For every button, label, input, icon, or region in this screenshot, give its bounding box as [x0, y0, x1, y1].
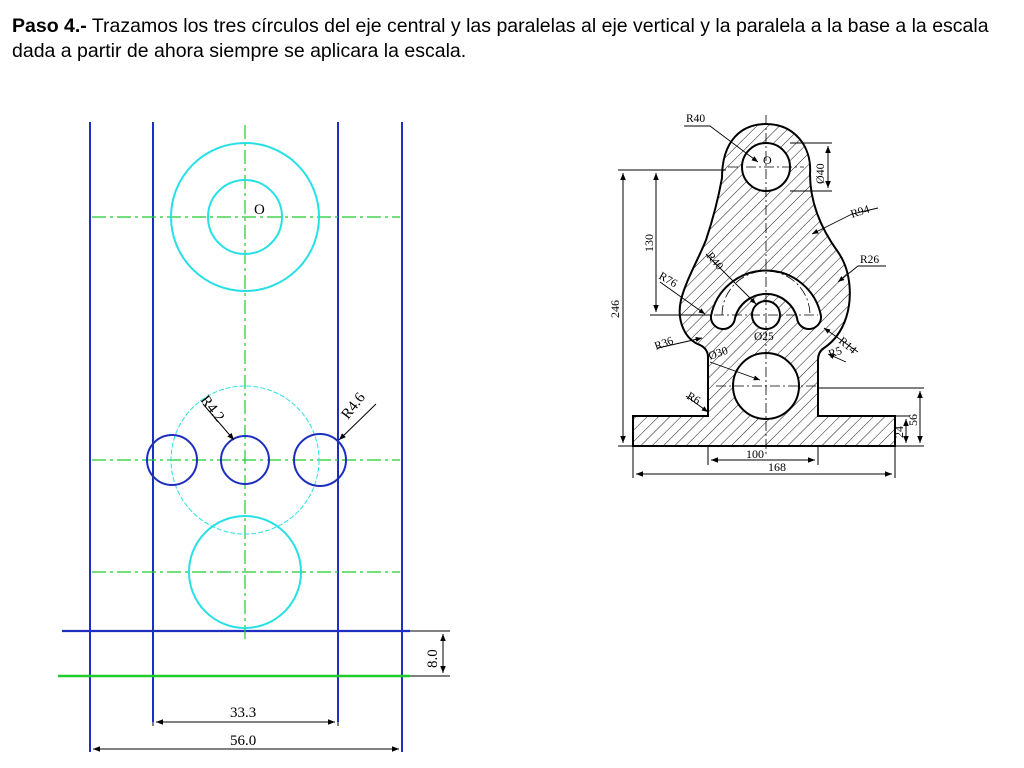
dim-130: 130 — [642, 234, 656, 252]
dim-d40-text: Ø40 — [813, 163, 827, 184]
dim-246: 246 — [608, 300, 622, 318]
dim-height-8 — [410, 630, 450, 677]
dim-r26: R26 — [860, 254, 879, 266]
part-center-lines — [714, 115, 818, 455]
step-title: Paso 4.- — [12, 15, 87, 37]
dim-168: 168 — [768, 460, 786, 474]
left-construction-drawing: O R4.2 R4.6 8.0 33.3 — [58, 122, 450, 752]
dim-r42: R4.2 — [197, 393, 227, 426]
top-circles — [170, 142, 320, 292]
center-lines — [92, 125, 400, 640]
center-label-left: O — [254, 202, 265, 218]
step-description: Trazamos los tres círculos del eje centr… — [12, 15, 989, 62]
bottom-circle — [188, 515, 302, 629]
step-caption: Paso 4.- Trazamos los tres círculos del … — [12, 14, 1012, 64]
dim-width-333-text: 33.3 — [230, 705, 256, 721]
arc-slot — [709, 269, 823, 330]
dim-r46: R4.6 — [339, 390, 370, 423]
dim-right-heights — [818, 387, 924, 447]
dim-r5: R5 — [827, 345, 844, 361]
small-circles — [146, 433, 347, 487]
right-vertical-dims — [618, 169, 726, 447]
center-label-right: O — [763, 153, 772, 167]
middle-construction-circle — [170, 385, 320, 535]
right-part-drawing: O 130 246 Ø40 56 24 — [608, 113, 924, 478]
dim-width-333 — [152, 719, 339, 726]
dim-r94: R94 — [849, 203, 871, 220]
dim-100: 100 — [746, 447, 764, 461]
dim-d25: Ø25 — [754, 331, 774, 343]
dim-bottom-widths — [632, 446, 896, 478]
dim-56: 56 — [906, 414, 920, 426]
dim-24: 24 — [892, 426, 906, 438]
dim-d40 — [790, 142, 832, 192]
dim-r36: R36 — [653, 335, 675, 353]
radius-leaders — [202, 403, 377, 441]
dim-height-8-text: 8.0 — [425, 649, 441, 668]
right-radius-leaders — [657, 125, 886, 413]
dim-r40-top: R40 — [686, 113, 705, 125]
dim-width-560-text: 56.0 — [230, 733, 256, 749]
vertical-construction-lines — [89, 122, 403, 752]
dim-r6: R6 — [685, 390, 703, 407]
